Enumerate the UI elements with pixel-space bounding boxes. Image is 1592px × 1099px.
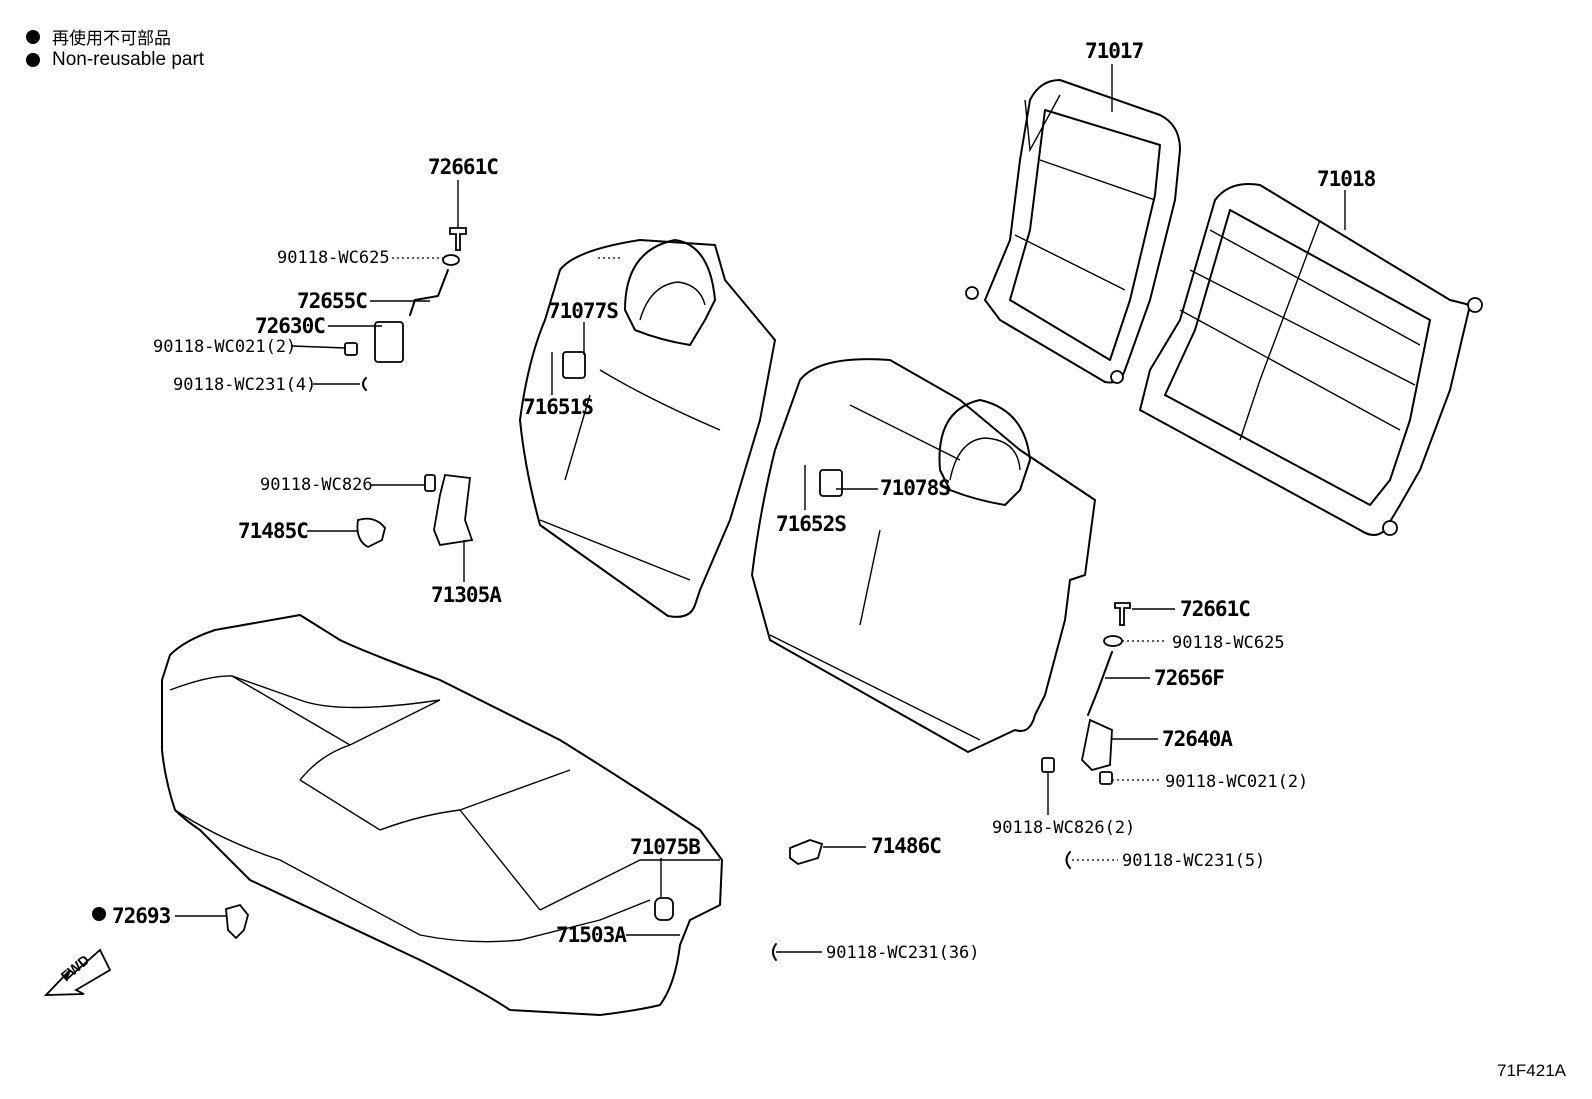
part-label-90118-wc826[interactable]: 90118-WC826 — [260, 475, 373, 495]
seatback-frame-right — [1139, 183, 1483, 536]
part-label-72661c-right[interactable]: 72661C — [1180, 597, 1251, 621]
non-reusable-dot-icon — [26, 29, 40, 44]
seatback-frame-left — [965, 79, 1181, 384]
part-label-71651s[interactable]: 71651S — [523, 395, 594, 419]
part-label-72655c[interactable]: 72655C — [297, 289, 368, 313]
leader-lines — [175, 64, 1346, 953]
part-label-90118-wc021-right[interactable]: 90118-WC021(2) — [1165, 772, 1309, 792]
part-label-71503a[interactable]: 71503A — [556, 923, 627, 947]
non-reusable-dot-icon — [92, 907, 106, 921]
part-label-90118-wc625[interactable]: 90118-WC625 — [277, 248, 390, 268]
part-label-72693[interactable]: 72693 — [112, 904, 171, 928]
legend-item-jp: 再使用不可部品 — [26, 24, 171, 49]
part-label-71652s[interactable]: 71652S — [776, 512, 847, 536]
part-label-72630c[interactable]: 72630C — [255, 314, 326, 338]
part-label-90118-wc625-right[interactable]: 90118-WC625 — [1172, 633, 1285, 653]
right-seatback — [751, 358, 1096, 753]
legend-text-en: Non-reusable part — [52, 49, 205, 70]
part-label-90118-wc826-2[interactable]: 90118-WC826(2) — [992, 818, 1136, 838]
seat-cushion — [161, 614, 723, 1016]
part-label-90118-wc231-5[interactable]: 90118-WC231(5) — [1122, 851, 1266, 871]
small-parts — [225, 227, 1131, 961]
part-label-72640a[interactable]: 72640A — [1162, 727, 1233, 751]
part-label-90118-wc021[interactable]: 90118-WC021(2) — [153, 337, 297, 357]
left-seatback — [519, 239, 776, 618]
part-label-90118-wc231-36[interactable]: 90118-WC231(36) — [826, 943, 980, 963]
part-label-90118-wc231-4[interactable]: 90118-WC231(4) — [173, 375, 317, 395]
non-reusable-dot-icon — [26, 53, 40, 67]
part-label-71018[interactable]: 71018 — [1317, 167, 1376, 191]
part-label-71485c[interactable]: 71485C — [238, 519, 309, 543]
part-label-71078s[interactable]: 71078S — [880, 476, 951, 500]
part-label-71017[interactable]: 71017 — [1085, 39, 1144, 63]
legend-text-jp: 再使用不可部品 — [52, 29, 171, 49]
legend-item-en: Non-reusable part — [26, 49, 204, 71]
drawing-id: 71F421A — [1497, 1061, 1566, 1080]
part-label-71075b[interactable]: 71075B — [630, 835, 701, 859]
part-label-71305a[interactable]: 71305A — [431, 583, 502, 607]
part-label-71077s[interactable]: 71077S — [548, 299, 619, 323]
part-label-72661c[interactable]: 72661C — [428, 155, 499, 179]
part-label-72656f[interactable]: 72656F — [1154, 666, 1225, 690]
fwd-arrow-icon — [43, 948, 112, 996]
part-label-71486c[interactable]: 71486C — [871, 834, 942, 858]
